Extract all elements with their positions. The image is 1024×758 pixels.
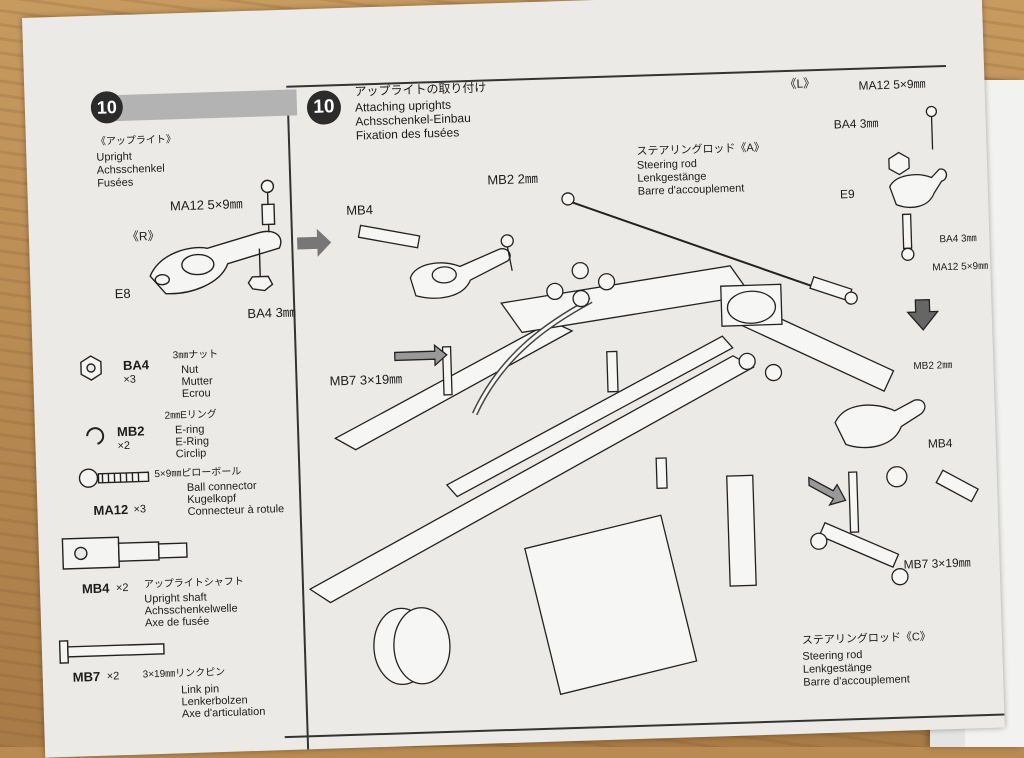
ma12-callout-right: MA12 5×9㎜ (932, 262, 988, 274)
mb7-callout-left: MB7 3×19㎜ (329, 372, 402, 388)
ba4-callout-right: BA4 3㎜ (939, 234, 977, 246)
manual-page: 10 《アップライト》 Upright Achsschenkel Fusées … (22, 0, 1005, 758)
mb4-callout-left: MB4 (346, 203, 373, 217)
ma12-callout-top-right: MA12 5×9㎜ (858, 78, 925, 93)
e9-callout: E9 (840, 188, 855, 201)
ba4-callout-top-right: BA4 3㎜ (834, 117, 879, 131)
mb7-callout-right: MB7 3×19㎜ (903, 556, 970, 571)
mb4-callout-right: MB4 (928, 437, 953, 450)
mb2-callout-right: MB2 2㎜ (913, 361, 952, 373)
mb2-callout-top: MB2 2㎜ (487, 172, 538, 187)
